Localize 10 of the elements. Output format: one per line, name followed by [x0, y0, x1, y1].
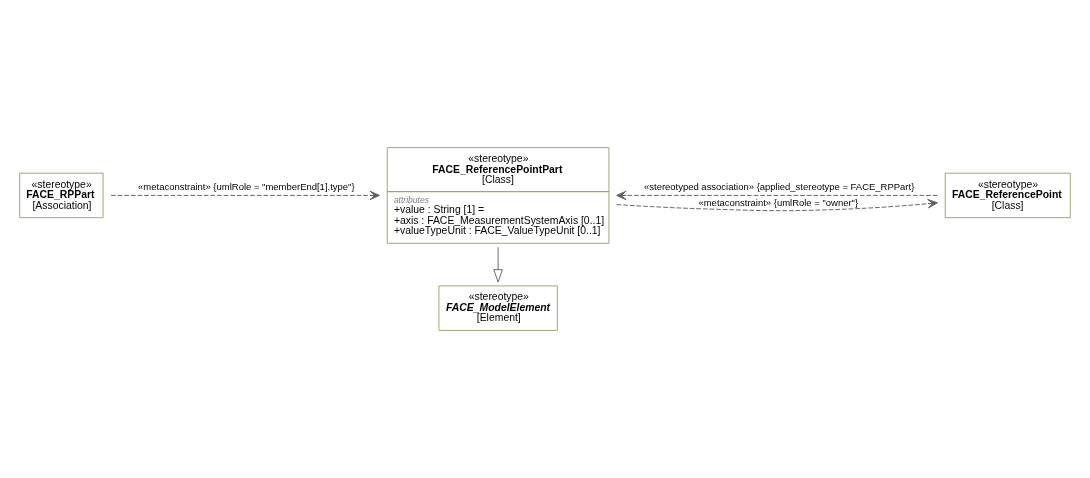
edge-label: «stereotyped association» {applied_stereotype = FACE_RPPart}: [644, 180, 915, 192]
arrow: [110, 190, 380, 201]
arrow: [493, 246, 503, 283]
node-box: «stereotype» FACE_ReferencePoint [Class]: [944, 172, 1071, 219]
edge-label: «metaconstraint» {umlRole = "memberEnd[1].type"}: [138, 180, 355, 192]
node-box: «stereotype» FACE_RPPart [Association]: [19, 172, 104, 219]
arrow: [616, 190, 938, 201]
arrow: [616, 198, 938, 212]
node-box: «stereotype» FACE_ModelElement [Element]: [438, 285, 558, 331]
edge-label: «metaconstraint» {umlRole = "owner"}: [698, 196, 859, 208]
